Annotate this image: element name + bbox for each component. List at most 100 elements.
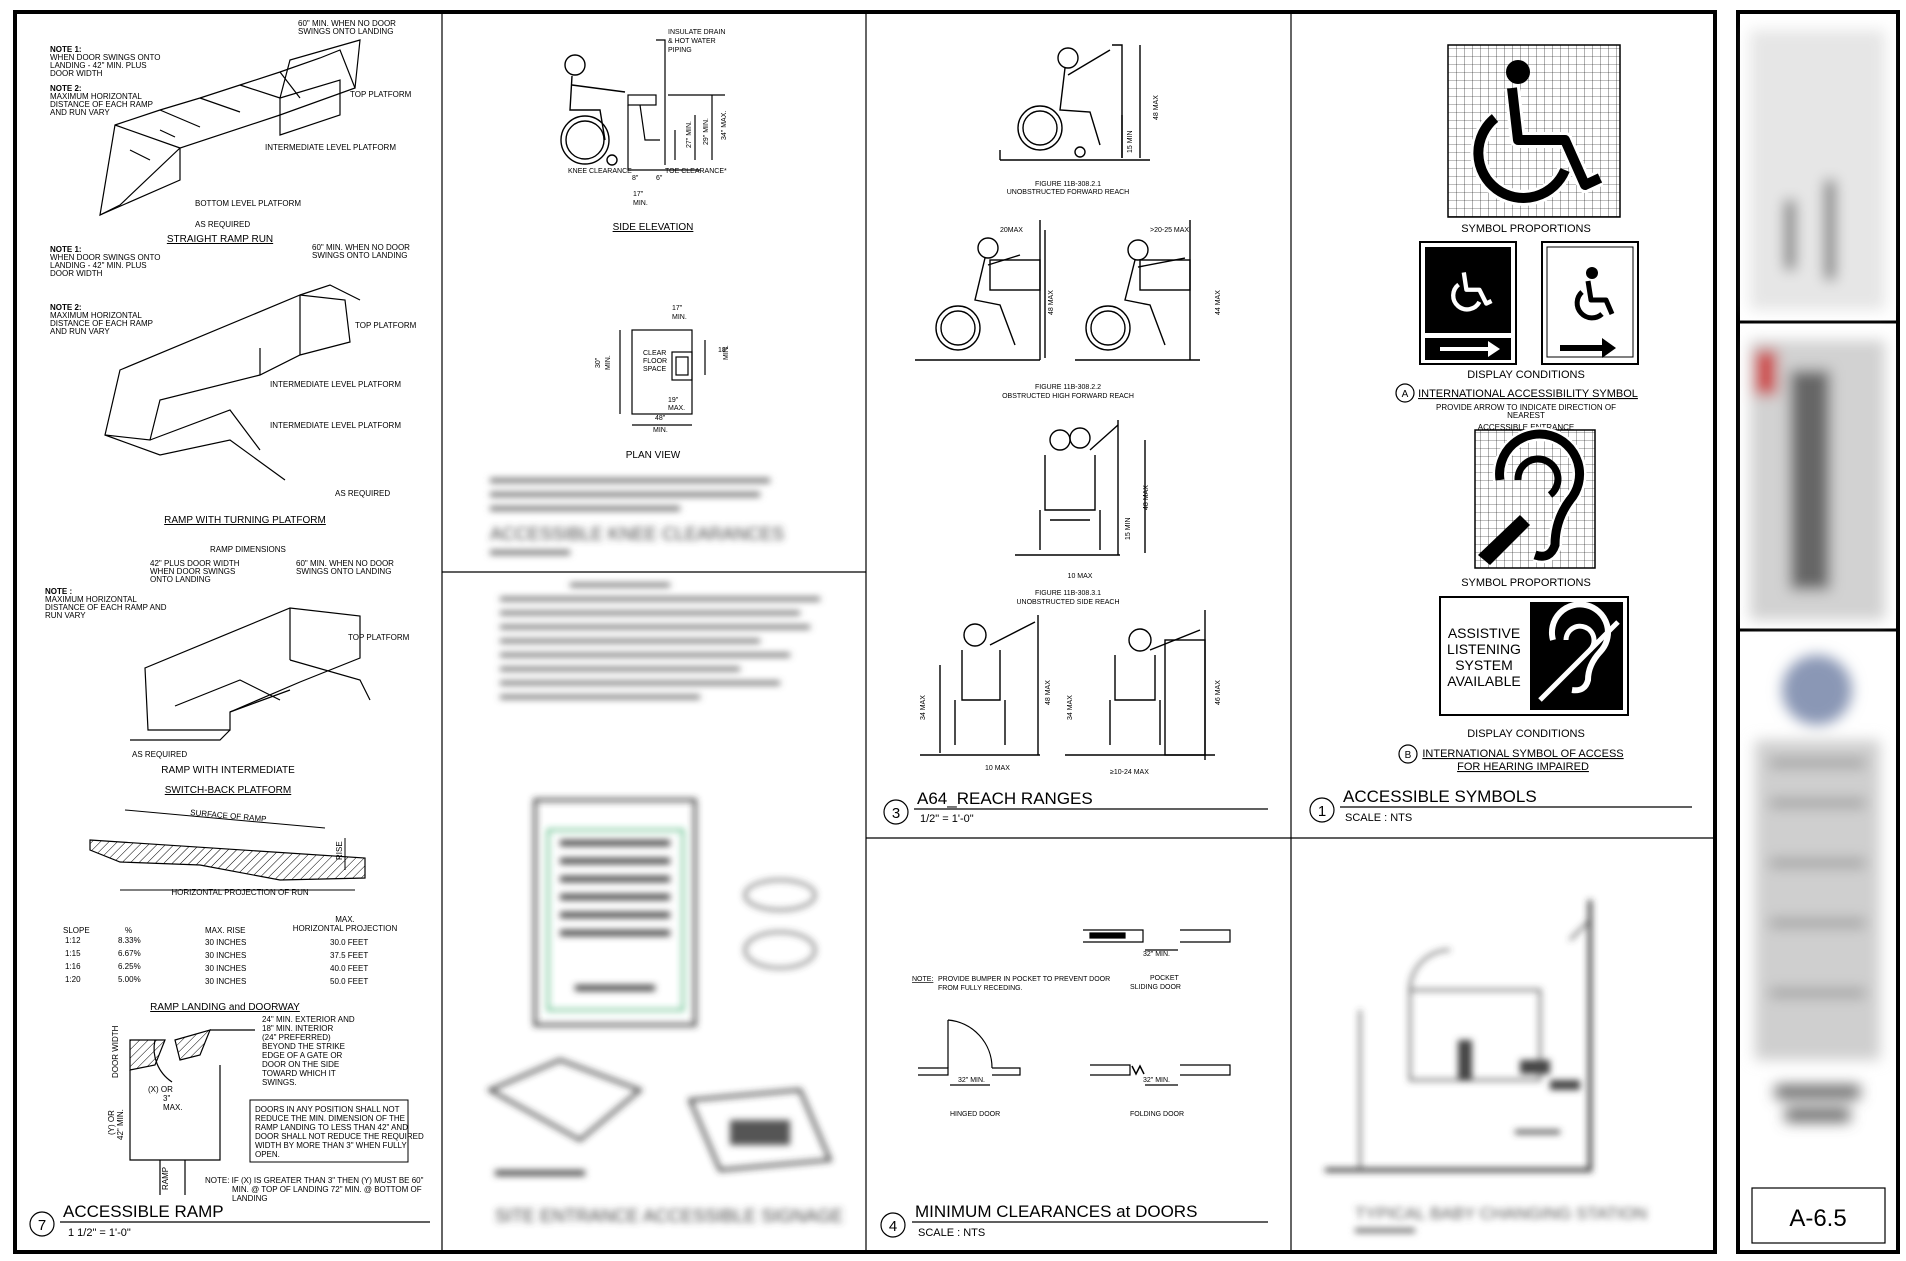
symbol-a-note: ACCESSIBLE ENTRANCE [1478, 423, 1574, 432]
panel-number: 7 [38, 1217, 46, 1234]
ramp-label: RAMP [161, 1167, 170, 1190]
svg-text:34 MAX: 34 MAX [920, 695, 927, 720]
svg-text:18" MIN. INTERIOR: 18" MIN. INTERIOR [262, 1024, 334, 1033]
note1-line: DOOR WIDTH [50, 69, 103, 78]
pocket-sliding-door-drawing [1083, 929, 1231, 951]
svg-text:DOORS IN ANY POSITION SHALL NO: DOORS IN ANY POSITION SHALL NOT [255, 1105, 400, 1114]
svg-text:10 MAX: 10 MAX [1068, 573, 1093, 580]
forward-reach-figure [999, 44, 1150, 161]
table-row: 1:16 6.25% 30 INCHES 40.0 FEET [65, 962, 368, 973]
assistive-text: ASSISTIVE [1448, 625, 1520, 641]
note-line: RUN VARY [45, 611, 86, 620]
dim-label: 32" MIN. [1143, 951, 1170, 958]
folding-door-drawing [1090, 1064, 1231, 1086]
accessibility-symbol-grid [1447, 44, 1621, 218]
panel-scale: SCALE : NTS [1345, 812, 1412, 824]
panel-title: ACCESSIBLE SYMBOLS [1343, 787, 1537, 806]
svg-text:15 MIN: 15 MIN [1127, 130, 1134, 153]
note2-line: DISTANCE OF EACH RAMP [50, 319, 153, 328]
plan-view-drawing [619, 329, 706, 426]
note-line: NOTE : [45, 587, 72, 596]
svg-text:30": 30" [595, 357, 602, 368]
side-reach-obstructed-figure [920, 610, 1215, 760]
right-note: SWINGS ONTO LANDING [296, 567, 391, 576]
note1-line: DOOR WIDTH [50, 269, 103, 278]
caption-switchback-2: SWITCH-BACK PLATFORM [165, 785, 291, 796]
panel-title: A64_REACH RANGES [917, 789, 1093, 808]
svg-text:37.5 FEET: 37.5 FEET [330, 951, 368, 960]
svg-text:MIN.: MIN. [605, 355, 612, 370]
x-label: MAX. [163, 1103, 183, 1112]
y-label: (Y) OR [107, 1110, 116, 1135]
svg-text:MIN. @ TOP OF LANDING 72" MIN.: MIN. @ TOP OF LANDING 72" MIN. @ BOTTOM … [232, 1185, 422, 1194]
svg-text:MIN.: MIN. [633, 200, 648, 207]
label-top-platform: TOP PLATFORM [350, 90, 412, 99]
svg-text:FLOOR: FLOOR [643, 358, 667, 365]
left-note: ONTO LANDING [150, 575, 211, 584]
assistive-text: AVAILABLE [1447, 673, 1520, 689]
symbol-proportions-label: SYMBOL PROPORTIONS [1461, 223, 1591, 235]
assistive-text: LISTENING [1447, 641, 1521, 657]
svg-text:>20-25 MAX: >20-25 MAX [1150, 227, 1189, 234]
panel-scale: SCALE : NTS [918, 1227, 985, 1239]
turning-ramp-drawing [104, 284, 361, 481]
note2-line: AND RUN VARY [50, 327, 110, 336]
symbol-a-note: NEAREST [1507, 411, 1545, 420]
label-top-platform: TOP PLATFORM [348, 633, 410, 642]
toe-clearance-label: TOE CLEARANCE* [665, 168, 727, 175]
sheet-frame [13, 10, 1900, 1254]
svg-text:CLEAR: CLEAR [643, 350, 666, 357]
projection-label: HORIZONTAL PROJECTION OF RUN [171, 888, 309, 897]
panel-knee-clearance: INSULATE DRAIN & HOT WATER PIPING KNEE C… [490, 29, 784, 555]
dim-label: 32" MIN. [958, 1077, 985, 1084]
note2-line: MAXIMUM HORIZONTAL [50, 311, 142, 320]
svg-text:MIN.: MIN. [653, 427, 668, 434]
panel-title: MINIMUM CLEARANCES at DOORS [915, 1202, 1197, 1221]
rise-label: RISE [335, 841, 344, 860]
svg-text:MAX.: MAX. [668, 405, 685, 412]
title-block: A-6.5 [1750, 30, 1885, 1232]
svg-text:6.67%: 6.67% [118, 949, 141, 958]
panel-number: 4 [889, 1218, 897, 1235]
panel-accessible-ramp: NOTE 1: WHEN DOOR SWINGS ONTO LANDING - … [29, 19, 430, 1239]
label-as-required: AS REQUIRED [335, 489, 390, 498]
svg-text:8": 8" [632, 175, 639, 182]
assistive-listening-sign: ASSISTIVE LISTENING SYSTEM AVAILABLE [1439, 596, 1629, 716]
label-intermediate-platform: INTERMEDIATE LEVEL PLATFORM [270, 380, 401, 389]
right-note: 60" MIN. WHEN NO DOOR [296, 559, 394, 568]
svg-text:OBSTRUCTED HIGH FORWARD REACH: OBSTRUCTED HIGH FORWARD REACH [1002, 393, 1134, 400]
svg-text:30 INCHES: 30 INCHES [205, 951, 246, 960]
note1-line: WHEN DOOR SWINGS ONTO [50, 53, 161, 62]
svg-text:1:16: 1:16 [65, 962, 81, 971]
label-intermediate-platform: INTERMEDIATE LEVEL PLATFORM [265, 143, 396, 152]
symbol-b-title: FOR HEARING IMPAIRED [1457, 761, 1589, 773]
note2-line: NOTE 2: [50, 303, 82, 312]
lavatory-drawing [627, 39, 725, 171]
svg-text:15 MIN: 15 MIN [1125, 517, 1132, 540]
top-note: 60" MIN. WHEN NO DOOR [312, 243, 410, 252]
knee-clearance-label: KNEE CLEARANCE [568, 168, 632, 175]
svg-text:20MAX: 20MAX [1000, 227, 1023, 234]
svg-text:TOWARD WHICH IT: TOWARD WHICH IT [262, 1069, 336, 1078]
svg-text:REDUCE THE MIN. DIMENSION OF T: REDUCE THE MIN. DIMENSION OF THE [255, 1114, 405, 1123]
note2-line: AND RUN VARY [50, 108, 110, 117]
panel-scale: 1 1/2" = 1'-0" [68, 1227, 131, 1239]
svg-text:50.0 FEET: 50.0 FEET [330, 977, 368, 986]
svg-text:48 MAX: 48 MAX [1143, 485, 1150, 510]
slope-diagram: SURFACE OF RAMP RISE HORIZONTAL PROJECTI… [89, 808, 366, 897]
hinged-door-drawing [918, 1019, 1021, 1086]
y-label: 42" MIN. [116, 1109, 125, 1140]
folding-label: FOLDING DOOR [1130, 1111, 1184, 1118]
label-top-platform: TOP PLATFORM [355, 321, 417, 330]
panel-title: ACCESSIBLE RAMP [63, 1202, 224, 1221]
svg-text:1:15: 1:15 [65, 949, 81, 958]
svg-text:40.0 FEET: 40.0 FEET [330, 964, 368, 973]
svg-text:6.25%: 6.25% [118, 962, 141, 971]
svg-text:24" MIN. EXTERIOR AND: 24" MIN. EXTERIOR AND [262, 1015, 355, 1024]
top-note: SWINGS ONTO LANDING [312, 251, 407, 260]
svg-text:SPACE: SPACE [643, 366, 667, 373]
svg-text:5.00%: 5.00% [118, 975, 141, 984]
svg-text:30.0 FEET: 30.0 FEET [330, 938, 368, 947]
panel-baby-changing: TYPICAL BABY CHANGING STATION [1325, 900, 1647, 1233]
